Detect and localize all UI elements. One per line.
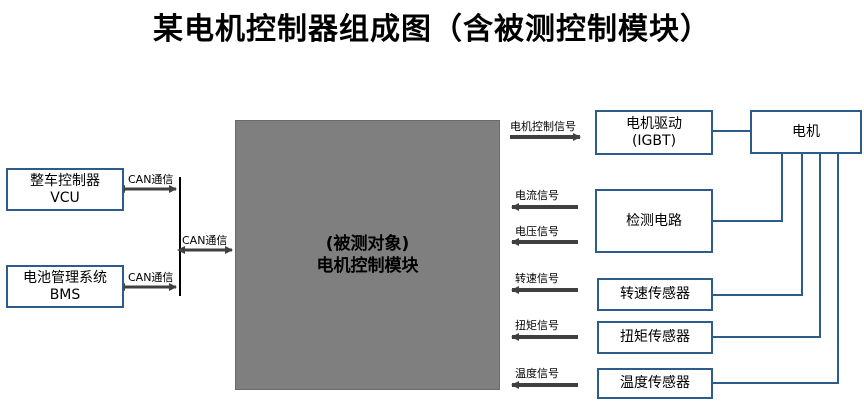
torque-signal-label: 扭矩信号: [515, 319, 559, 332]
detection-circuit-box: 检测电路: [595, 189, 713, 253]
can-vcu-label: CAN通信: [128, 173, 174, 186]
detection-circuit-label: 检测电路: [626, 212, 682, 229]
can-bus-label: CAN通信: [182, 234, 228, 247]
speed-sensor-label: 转速传感器: [620, 286, 690, 302]
motor-temp-line: [713, 154, 839, 384]
motor-drive-box: 电机驱动 (IGBT): [595, 110, 713, 155]
torque-sensor-label: 扭矩传感器: [620, 329, 690, 345]
speed-signal-label: 转速信号: [515, 272, 559, 285]
vcu-abbr: VCU: [50, 189, 80, 206]
control-signal-label: 电机控制信号: [510, 120, 576, 133]
torque-sensor-box: 扭矩传感器: [597, 321, 713, 354]
bms-abbr: BMS: [49, 286, 81, 303]
speed-sensor-box: 转速传感器: [597, 278, 713, 311]
motor-drive-igbt: (IGBT): [631, 132, 677, 149]
voltage-signal-label: 电压信号: [515, 225, 559, 238]
module-title: 电机控制模块: [316, 256, 419, 276]
diagram-title: 某电机控制器组成图（含被测控制模块）: [153, 12, 711, 47]
motor-detect-line: [713, 154, 783, 222]
temperature-sensor-label: 温度传感器: [620, 375, 690, 391]
motor-box: 电机: [750, 110, 862, 154]
motor-torque-line: [713, 154, 821, 338]
vcu-label: 整车控制器: [30, 172, 100, 189]
motor-drive-label: 电机驱动: [626, 115, 682, 132]
can-bms-label: CAN通信: [128, 271, 174, 284]
bms-box: 电池管理系统 BMS: [6, 265, 124, 308]
bms-label: 电池管理系统: [23, 269, 107, 286]
temperature-sensor-box: 温度传感器: [597, 368, 713, 399]
motor-control-module: (被测对象) 电机控制模块: [235, 120, 500, 390]
module-subtitle: (被测对象): [325, 234, 410, 254]
current-signal-label: 电流信号: [515, 189, 559, 202]
temp-signal-label: 温度信号: [515, 367, 559, 380]
motor-speed-line: [713, 154, 803, 296]
motor-label: 电机: [792, 123, 820, 140]
vcu-box: 整车控制器 VCU: [6, 168, 124, 211]
